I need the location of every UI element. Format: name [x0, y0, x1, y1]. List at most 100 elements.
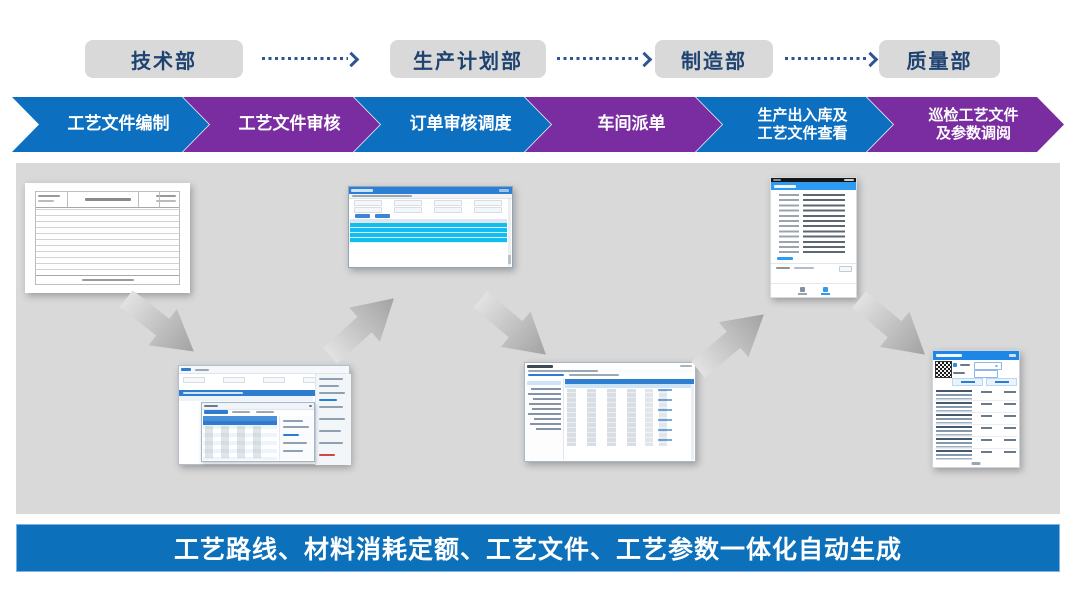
document-table	[35, 191, 180, 285]
dotted-arrow-icon	[557, 51, 653, 67]
flow-arrow-icon	[683, 297, 778, 388]
dialog-table-header	[203, 416, 277, 421]
decor-bar	[797, 292, 807, 295]
decor-bar	[38, 195, 60, 197]
step-label: 工艺文件编制	[67, 114, 170, 134]
decor-bar	[204, 410, 228, 414]
decor-bar	[533, 398, 561, 400]
decor-bar	[844, 179, 854, 181]
tree-panel	[526, 379, 564, 460]
decor-bar	[283, 426, 309, 428]
step-label: 订单审核调度	[409, 114, 512, 134]
document-footer	[36, 275, 179, 284]
decor-bar	[794, 267, 814, 269]
record-list	[935, 389, 1017, 460]
decor-bar	[776, 267, 790, 269]
tab-item[interactable]	[820, 286, 830, 295]
link-text[interactable]	[777, 257, 793, 260]
decor-bar	[527, 381, 561, 385]
decor-bar	[530, 423, 561, 425]
dotted-arrow-icon	[785, 51, 879, 67]
decor-bar	[256, 411, 274, 413]
meta-row	[771, 266, 856, 272]
decor-bar	[319, 378, 343, 380]
step-chevron-process-file-review: 工艺文件审核	[183, 97, 380, 152]
decor-bar	[960, 364, 970, 366]
decor-bar	[1004, 391, 1016, 460]
decor-bar	[528, 370, 598, 372]
modal-dialog	[201, 402, 315, 462]
arrowhead-icon	[343, 51, 360, 67]
decor-bar	[283, 450, 303, 452]
decor-bar	[156, 200, 176, 202]
pager	[971, 462, 981, 465]
decor-bar	[434, 200, 462, 206]
decor-bar	[283, 420, 303, 422]
dialog-form-panel	[279, 416, 313, 460]
step-label: 车间派单	[597, 114, 666, 134]
scrollbar	[691, 384, 694, 460]
window-controls-icon	[499, 189, 509, 192]
dialog-table-rows	[203, 421, 277, 460]
decor-bar	[283, 434, 299, 436]
decor-bar	[159, 192, 161, 207]
decor-bar	[820, 292, 830, 295]
decor-bar	[394, 200, 422, 206]
step-chevron-order-review-dispatch: 订单审核调度	[354, 97, 551, 152]
app-header	[771, 182, 856, 190]
decor-bar	[232, 411, 250, 413]
decor-bar	[319, 442, 343, 444]
filter-button[interactable]	[952, 378, 983, 386]
dialog-titlebar	[202, 403, 314, 410]
step-label: 工艺文件审核	[238, 114, 341, 134]
button-row	[952, 378, 1017, 386]
flow-arrow-icon	[112, 280, 208, 369]
tab-icon	[822, 286, 828, 292]
detail-form	[771, 192, 856, 254]
dept-box-manufacturing: 制造部	[655, 40, 773, 78]
decor-bar	[319, 418, 345, 420]
decor-bar	[527, 365, 553, 368]
decor-bar	[1009, 354, 1016, 357]
decor-bar	[936, 390, 972, 460]
step-chevron-warehouse-file-view: 生产出入库及 工艺文件查看	[696, 97, 893, 152]
dept-box-production-planning: 生产计划部	[390, 40, 546, 78]
decor-bar	[319, 392, 345, 394]
decor-bar	[179, 396, 313, 401]
breadcrumb	[525, 373, 695, 378]
decor-bar	[319, 385, 339, 387]
decor-bar	[351, 189, 373, 192]
decor-bar	[319, 399, 337, 401]
decor-bar	[936, 354, 962, 357]
filter-row-2	[952, 370, 1017, 378]
close-icon	[309, 405, 312, 407]
tab-item[interactable]	[797, 286, 807, 295]
flow-arrow-icon	[315, 281, 410, 373]
filter-button[interactable]	[986, 378, 1017, 386]
decor-bar	[565, 388, 694, 460]
decor-bar	[183, 392, 243, 394]
scrollbar	[508, 199, 511, 266]
decor-bar	[994, 381, 1009, 383]
decor-bar	[319, 406, 343, 408]
decor-bar	[203, 421, 277, 425]
scrollbar-thumb	[508, 255, 511, 264]
decor-bar	[803, 194, 845, 254]
dept-label: 技术部	[131, 50, 197, 73]
decor-bar	[536, 428, 561, 430]
data-grid	[565, 379, 694, 460]
tab-icon	[799, 286, 805, 292]
decor-bar	[981, 391, 992, 460]
checkbox-icon[interactable]	[953, 363, 957, 367]
dept-label: 质量部	[906, 50, 973, 73]
select-field[interactable]	[974, 370, 998, 378]
select-field[interactable]	[974, 362, 1002, 370]
decor-bar	[204, 405, 218, 407]
menu-bar	[349, 194, 512, 199]
decor-bar	[528, 374, 564, 376]
step-label: 生产出入库及	[757, 106, 848, 124]
footer-text: 工艺路线、材料消耗定额、工艺文件、工艺参数一体化自动生成	[173, 536, 902, 564]
dotted-arrow-icon	[262, 51, 360, 67]
decor-bar	[352, 195, 412, 197]
